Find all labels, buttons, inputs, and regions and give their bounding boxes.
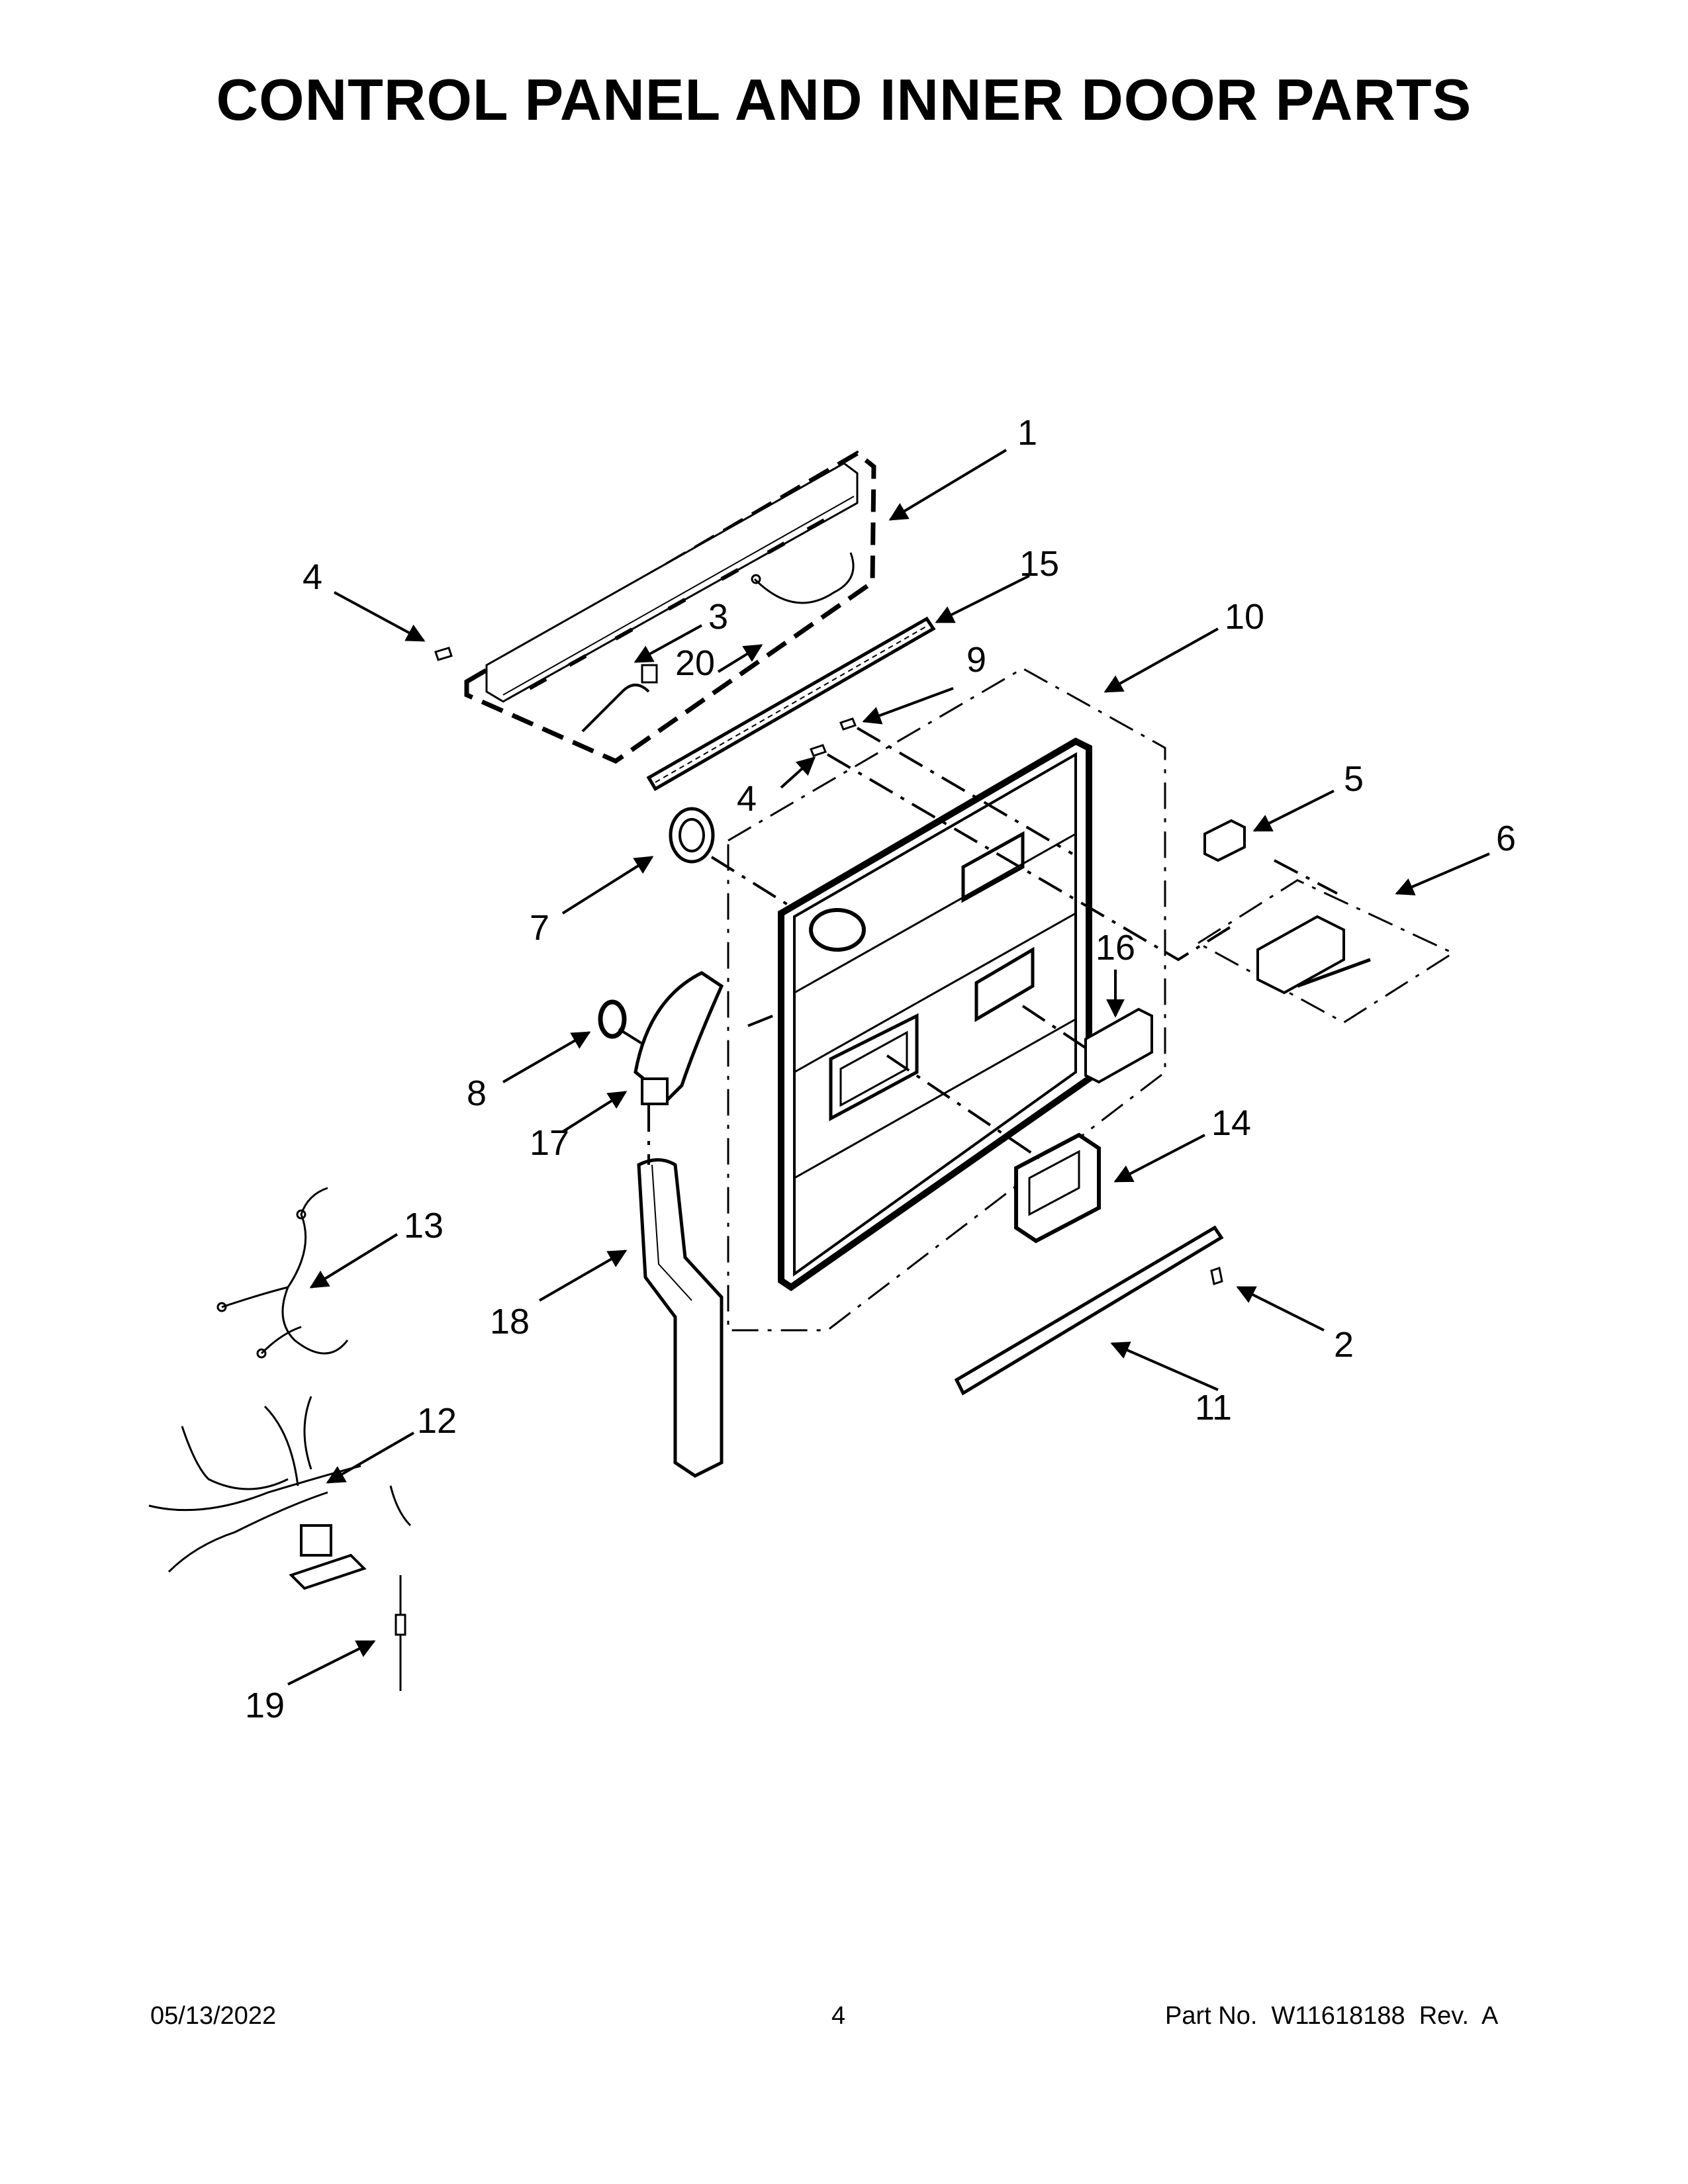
callout-13: 13: [404, 1206, 444, 1246]
gasket-ring-part: [598, 999, 627, 1039]
alignment-lines: [618, 727, 1338, 1165]
latch-part: [1203, 819, 1246, 862]
screw-part-2: [1210, 1267, 1223, 1285]
fill-funnel-part: [633, 971, 724, 1105]
callout-19: 19: [245, 1686, 285, 1725]
page-title: CONTROL PANEL AND INNER DOOR PARTS: [216, 67, 1472, 132]
thermistor-part: [395, 1575, 406, 1691]
callout-14: 14: [1211, 1103, 1251, 1143]
control-module-part: [1196, 879, 1456, 1024]
callout-3: 3: [708, 597, 728, 637]
screw-part-4-lower: [810, 744, 827, 757]
callout-18: 18: [490, 1302, 530, 1342]
callout-12: 12: [417, 1401, 457, 1441]
callout-9: 9: [966, 640, 986, 680]
callout-17: 17: [530, 1123, 569, 1163]
screw-part-4-upper: [434, 647, 453, 661]
control-panel-part: [464, 450, 876, 764]
callout-11: 11: [1195, 1388, 1232, 1428]
callout-4-upper: 4: [303, 557, 322, 597]
screw-part-9: [839, 717, 857, 731]
callout-4-lower: 4: [737, 779, 757, 819]
callout-8: 8: [467, 1073, 487, 1113]
footer-date: 05/13/2022: [150, 2002, 277, 2030]
callout-5: 5: [1344, 759, 1364, 799]
callout-10: 10: [1225, 597, 1264, 637]
door-switch-part: [1084, 1007, 1153, 1084]
footer-page-number: 4: [831, 2002, 846, 2030]
dispenser-part: [1014, 1132, 1101, 1244]
door-strip-part: [954, 1225, 1224, 1396]
leader-arrows: [287, 449, 1490, 1686]
vent-duct-part: [637, 1158, 724, 1478]
callout-1: 1: [1017, 413, 1037, 453]
footer-part-number: Part No. W11618188 Rev. A: [1165, 2002, 1499, 2030]
callout-7: 7: [530, 908, 549, 948]
callout-20: 20: [675, 643, 715, 683]
vent-part: [669, 807, 715, 864]
wire-harness-part-12: [148, 1396, 412, 1590]
inner-door-part: [727, 667, 1166, 1332]
callout-16: 16: [1096, 928, 1135, 968]
callout-15: 15: [1019, 544, 1059, 584]
callout-6: 6: [1496, 819, 1516, 858]
trim-strip-part: [646, 616, 936, 792]
wire-harness-part-13: [216, 1187, 349, 1359]
callout-2: 2: [1334, 1325, 1354, 1365]
